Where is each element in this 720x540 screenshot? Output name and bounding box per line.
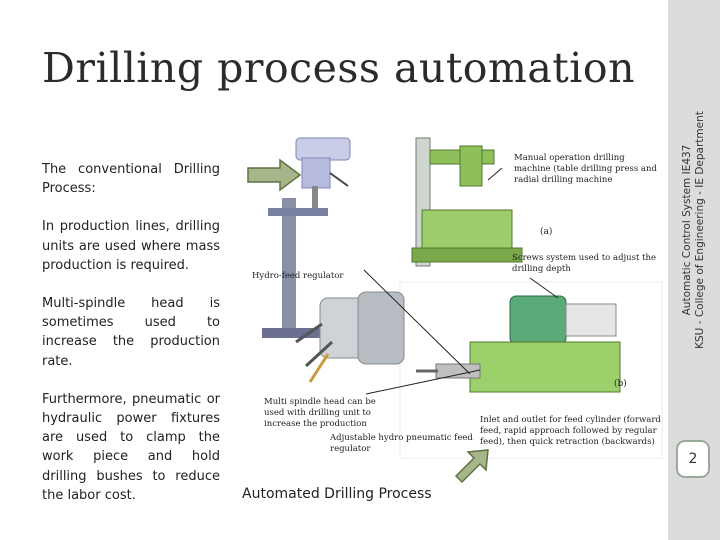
- table-drill-press: [262, 137, 351, 338]
- label-b: (b): [614, 378, 627, 389]
- label-screws-system: Screws system used to adjust the drillin…: [512, 253, 659, 274]
- arrow-right-icon: [247, 158, 302, 192]
- sidebar-course: Automatic Control System IE437: [681, 144, 693, 316]
- label-hydro-feed: Hydro-feed regulator: [252, 271, 344, 281]
- label-multi-spindle: Multi spindle head can be used with dril…: [264, 397, 379, 429]
- arrow-up-right-icon: [454, 449, 489, 484]
- page-number: 2: [676, 440, 710, 478]
- body-text: The conventional Drilling Process: In pr…: [42, 160, 220, 524]
- drilling-figure-svg: Manual operation drilling machine (table…: [252, 132, 664, 459]
- label-manual-operation: Manual operation drilling machine (table…: [514, 153, 660, 185]
- drilling-figure: Manual operation drilling machine (table…: [240, 128, 664, 464]
- multi-spindle-head: [295, 291, 405, 383]
- label-adjustable-regulator: Adjustable hydro pneumatic feed regulato…: [329, 433, 476, 454]
- drilling-unit: [416, 295, 621, 393]
- paragraph-multi-spindle: Multi-spindle head is sometimes used to …: [42, 296, 220, 369]
- label-a: (a): [540, 226, 552, 237]
- label-inlet-outlet: Inlet and outlet for feed cylinder (forw…: [480, 414, 664, 447]
- paragraph-conventional: The conventional Drilling Process:: [42, 162, 220, 197]
- sidebar-department: KSU - College of Engineering - IE Depart…: [694, 111, 706, 349]
- pointer-lines: [363, 167, 559, 395]
- slide-title: Drilling process automation: [42, 44, 635, 92]
- radial-drill-machine: [411, 137, 523, 267]
- paragraph-production-lines: In production lines, drilling units are …: [42, 219, 220, 273]
- figure-caption: Automated Drilling Process: [242, 486, 432, 502]
- paragraph-pneumatic: Furthermore, pneumatic or hydraulic powe…: [42, 391, 220, 503]
